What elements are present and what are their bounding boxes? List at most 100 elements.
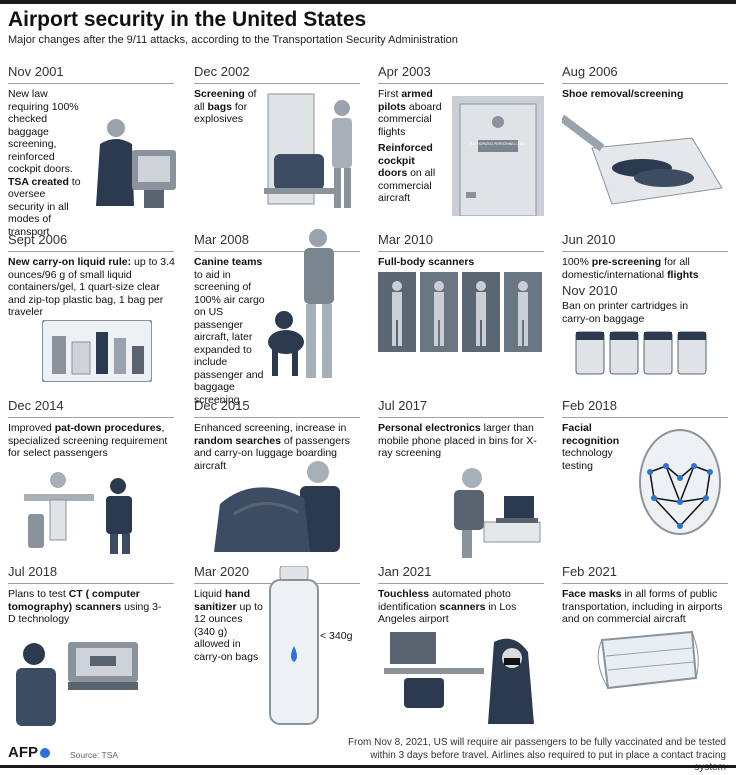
cell-text: Improved pat-down procedures, specialize… bbox=[8, 422, 176, 460]
cell-divider bbox=[8, 583, 174, 584]
tsa-officer-illustration bbox=[86, 114, 178, 214]
cell-text: Full-body scanners bbox=[378, 256, 538, 269]
text-run: Plans to test bbox=[8, 588, 69, 600]
timeline-cell-feb-2021: Feb 2021 Face masks in all forms of publ… bbox=[562, 564, 732, 722]
timeline-cell-apr-2003: Apr 2003 First armed pilots aboard comme… bbox=[378, 64, 548, 222]
cell-divider bbox=[8, 83, 174, 84]
timeline-cell-jun-2010: Jun 2010 100% pre-screening for all dome… bbox=[562, 232, 732, 390]
timeline-cell-mar-2008: Mar 2008 Canine teams to aid in screenin… bbox=[194, 229, 364, 406]
bold-text: Personal electronics bbox=[378, 422, 481, 434]
text-run: Improved bbox=[8, 422, 55, 434]
bold-text: Canine teams bbox=[194, 256, 263, 268]
text-run: 100% bbox=[562, 256, 592, 268]
bold-text: bags bbox=[207, 100, 232, 113]
cell-text: First armed pilots aboard commercial fli… bbox=[378, 88, 442, 138]
cell-text: Touchless automated photo identification… bbox=[378, 588, 544, 626]
cell-date: Apr 2003 bbox=[378, 64, 431, 79]
bold-text: Facial recognition bbox=[562, 422, 620, 447]
cell-text: Liquid hand sanitizer up to 12 ounces (3… bbox=[194, 588, 264, 663]
touchless-scanner-illustration bbox=[384, 628, 544, 728]
timeline-cell-nov-2001: Nov 2001 New law requiring 100% checked … bbox=[8, 64, 178, 238]
bag-scanner-illustration bbox=[264, 84, 364, 214]
bold-text: Shoe removal/screening bbox=[562, 88, 684, 100]
text-run: Enhanced screening, increase in bbox=[194, 422, 347, 434]
cell-date: Mar 2008 bbox=[194, 232, 249, 247]
cell-divider bbox=[562, 83, 728, 84]
cell-text: Facial recognition technology testing bbox=[562, 422, 624, 472]
cell-text-secondary: Reinforced cockpit doors on all commerci… bbox=[378, 142, 442, 205]
timeline-cell-aug-2006: Aug 2006 Shoe removal/screening bbox=[562, 64, 732, 222]
logo-dot-icon bbox=[40, 747, 50, 758]
text-run: , specialized screening requirement for … bbox=[8, 422, 168, 459]
bold-text: armed pilots bbox=[378, 88, 433, 113]
bold-text: New carry-on liquid rule: bbox=[8, 256, 132, 268]
cell-divider bbox=[8, 417, 174, 418]
text-run: larger than mobile phone placed in bins … bbox=[378, 422, 537, 459]
cell-text: Canine teams to aid in screening of 100%… bbox=[194, 256, 272, 406]
footnote: From Nov 8, 2021, US will require air pa… bbox=[348, 737, 726, 773]
bold-text: Screening bbox=[194, 88, 245, 100]
cell-divider bbox=[378, 417, 544, 418]
text-run: up to 12 ounces (340 g) allowed in carry… bbox=[194, 600, 263, 663]
cell-date: Aug 2006 bbox=[562, 64, 618, 79]
bold-text: Touchless bbox=[378, 588, 430, 600]
source-credit: Source: TSA bbox=[70, 750, 119, 760]
cell-divider bbox=[562, 251, 728, 252]
text-run: using 3-D technology bbox=[8, 600, 162, 626]
timeline-cell-jul-2018: Jul 2018 Plans to test CT ( computer tom… bbox=[8, 564, 178, 726]
cell-divider bbox=[8, 251, 174, 252]
text-run: to aid in screening of 100% air cargo on… bbox=[194, 268, 265, 406]
cell-date: Dec 2014 bbox=[8, 398, 64, 413]
body-scanner-images bbox=[378, 272, 544, 352]
text-run: technology testing bbox=[562, 447, 613, 472]
cell-divider bbox=[378, 83, 544, 84]
cell-divider bbox=[194, 251, 360, 252]
bold-text: random searches bbox=[194, 434, 281, 447]
text-run: for explosives bbox=[194, 100, 248, 126]
cell-date: Mar 2020 bbox=[194, 564, 249, 579]
liquid-bag-illustration bbox=[42, 320, 152, 382]
bold-text: hand sanitizer bbox=[194, 588, 251, 613]
bold-text: scanners bbox=[439, 600, 486, 613]
bold-text: pat-down procedures bbox=[54, 422, 162, 434]
timeline-cell-dec-2015: Dec 2015 Enhanced screening, increase in… bbox=[194, 398, 364, 556]
text-run: for all domestic/international bbox=[562, 256, 690, 281]
cell-date: Sept 2006 bbox=[8, 232, 68, 247]
cell-date: Nov 2001 bbox=[8, 64, 64, 79]
text-run: Liquid bbox=[194, 588, 225, 600]
cell-text: New law requiring 100% checked baggage s… bbox=[8, 88, 84, 238]
canine-team-illustration bbox=[264, 224, 364, 384]
face-mask-illustration bbox=[592, 626, 702, 696]
timeline-cell-sept-2006: Sept 2006 New carry-on liquid rule: up t… bbox=[8, 232, 178, 390]
sanitizer-bottle-illustration bbox=[266, 566, 322, 726]
text-run: in Los Angeles airport bbox=[378, 600, 517, 626]
bold-text: Full-body scanners bbox=[378, 256, 475, 268]
cell-text: Face masks in all forms of public transp… bbox=[562, 588, 728, 626]
cell-text: Plans to test CT ( computer tomography) … bbox=[8, 588, 168, 626]
top-bar bbox=[0, 0, 736, 4]
page-title: Airport security in the United States bbox=[8, 8, 367, 31]
timeline-cell-feb-2018: Feb 2018 Facial recognition technology t… bbox=[562, 398, 732, 556]
bold-text: Face masks bbox=[562, 588, 622, 600]
text-run: New law requiring 100% checked baggage s… bbox=[8, 88, 79, 175]
cell-text: Screening of all bags for explosives bbox=[194, 88, 266, 126]
bold-text: flights bbox=[667, 268, 699, 281]
text-run: aboard commercial flights bbox=[378, 100, 442, 138]
text-run: to oversee security in all modes of tran… bbox=[8, 175, 81, 238]
cell-text: 100% pre-screening for all domestic/inte… bbox=[562, 256, 728, 281]
bottom-bar bbox=[0, 765, 736, 768]
cell-text-secondary: Ban on printer cartridges in carry-on ba… bbox=[562, 300, 712, 325]
bag-search-illustration bbox=[214, 454, 354, 554]
text-run: on all commercial aircraft bbox=[378, 167, 436, 204]
cell-divider bbox=[378, 251, 544, 252]
page-subtitle: Major changes after the 9/11 attacks, ac… bbox=[8, 34, 458, 46]
logo-text: AFP bbox=[8, 744, 38, 761]
bold-text: pre-screening bbox=[591, 256, 662, 268]
text-run: in all forms of public transportation, i… bbox=[562, 588, 723, 625]
laptop-bin-illustration bbox=[444, 462, 544, 558]
timeline-cell-dec-2002: Dec 2002 Screening of all bags for explo… bbox=[194, 64, 364, 222]
timeline-cell-dec-2014: Dec 2014 Improved pat-down procedures, s… bbox=[8, 398, 178, 556]
printer-cartridges-illustration bbox=[574, 326, 714, 378]
cockpit-door-illustration: AUTHORIZED PERSONNEL ONLY bbox=[452, 96, 544, 216]
bold-text: TSA created bbox=[8, 175, 69, 188]
